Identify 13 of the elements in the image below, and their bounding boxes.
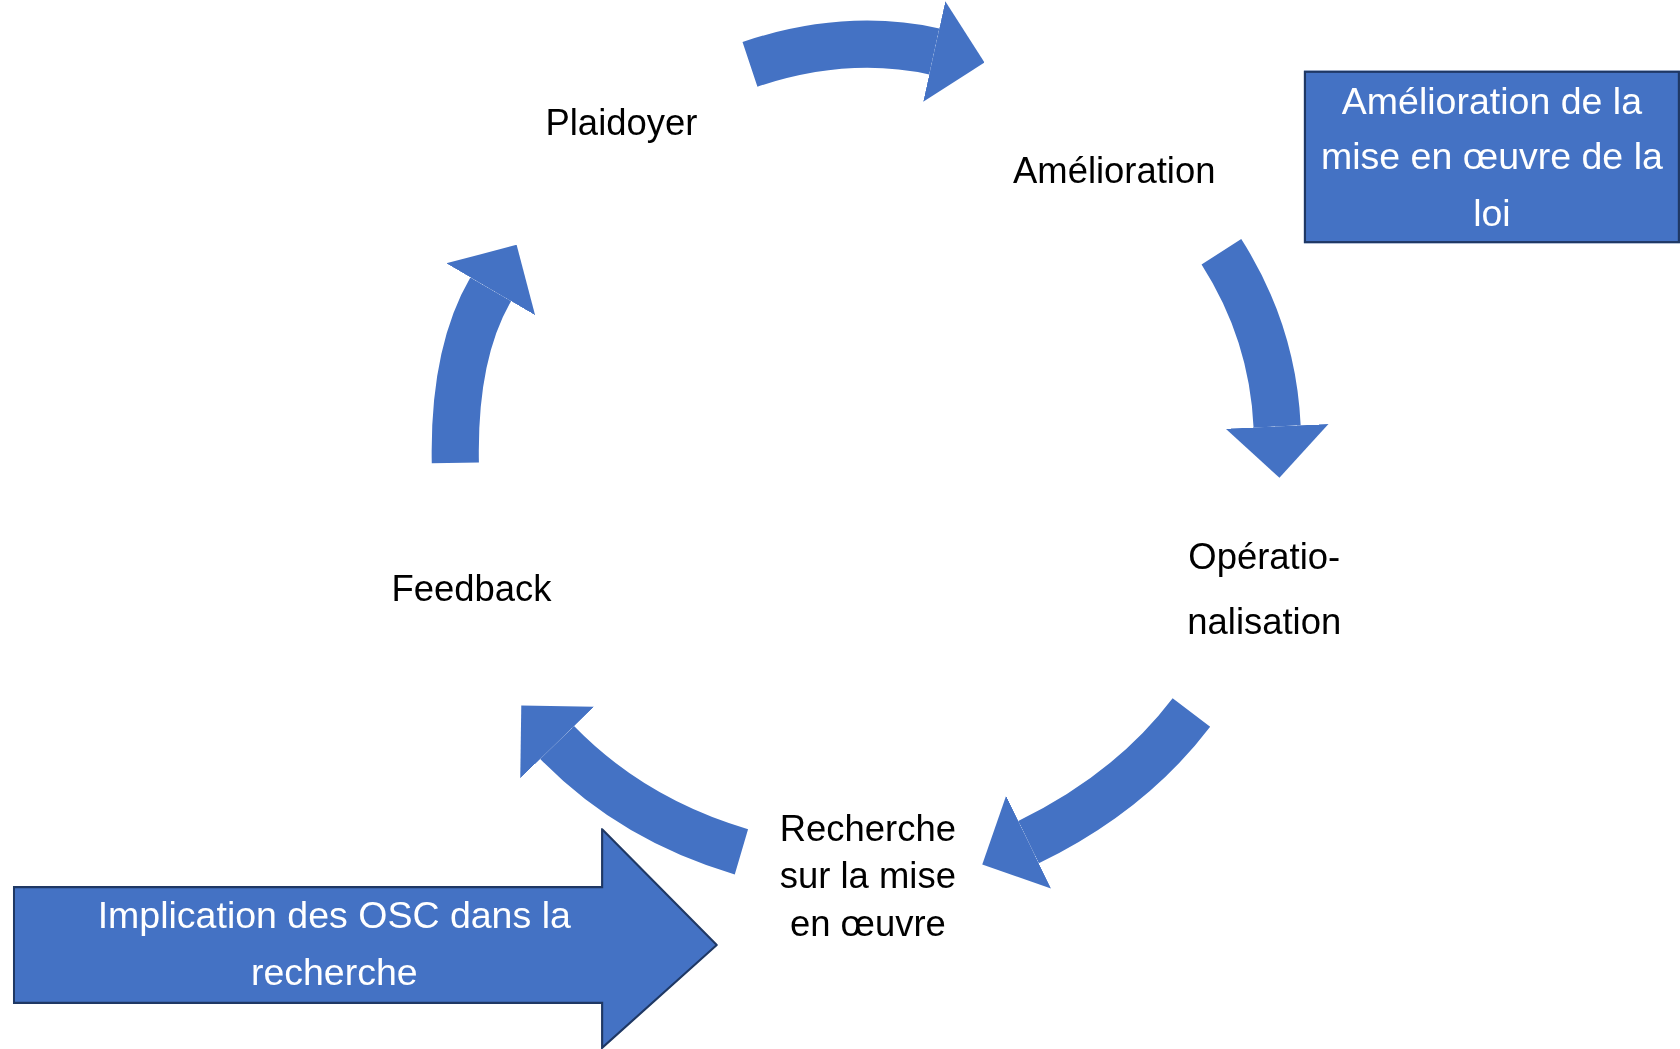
curved-arrow	[520, 705, 749, 875]
curved-arrow	[1201, 239, 1329, 478]
box-text: Amélioration de la mise en œuvre de la loi	[1320, 78, 1664, 236]
stage-label: Amélioration	[1013, 149, 1216, 193]
stage-label: Feedback	[391, 566, 552, 611]
stage-label: Opératio- nalisation	[1186, 534, 1343, 644]
curved-arrow	[982, 697, 1210, 888]
text-box	[1303, 70, 1680, 244]
curved-arrow	[743, 0, 985, 102]
box-text: Implication des OSC dans la recherche	[96, 892, 572, 994]
curved-arrow	[431, 244, 536, 463]
stage-label: Recherche sur la mise en œuvre	[778, 807, 957, 946]
stage-label: Plaidoyer	[545, 100, 698, 145]
